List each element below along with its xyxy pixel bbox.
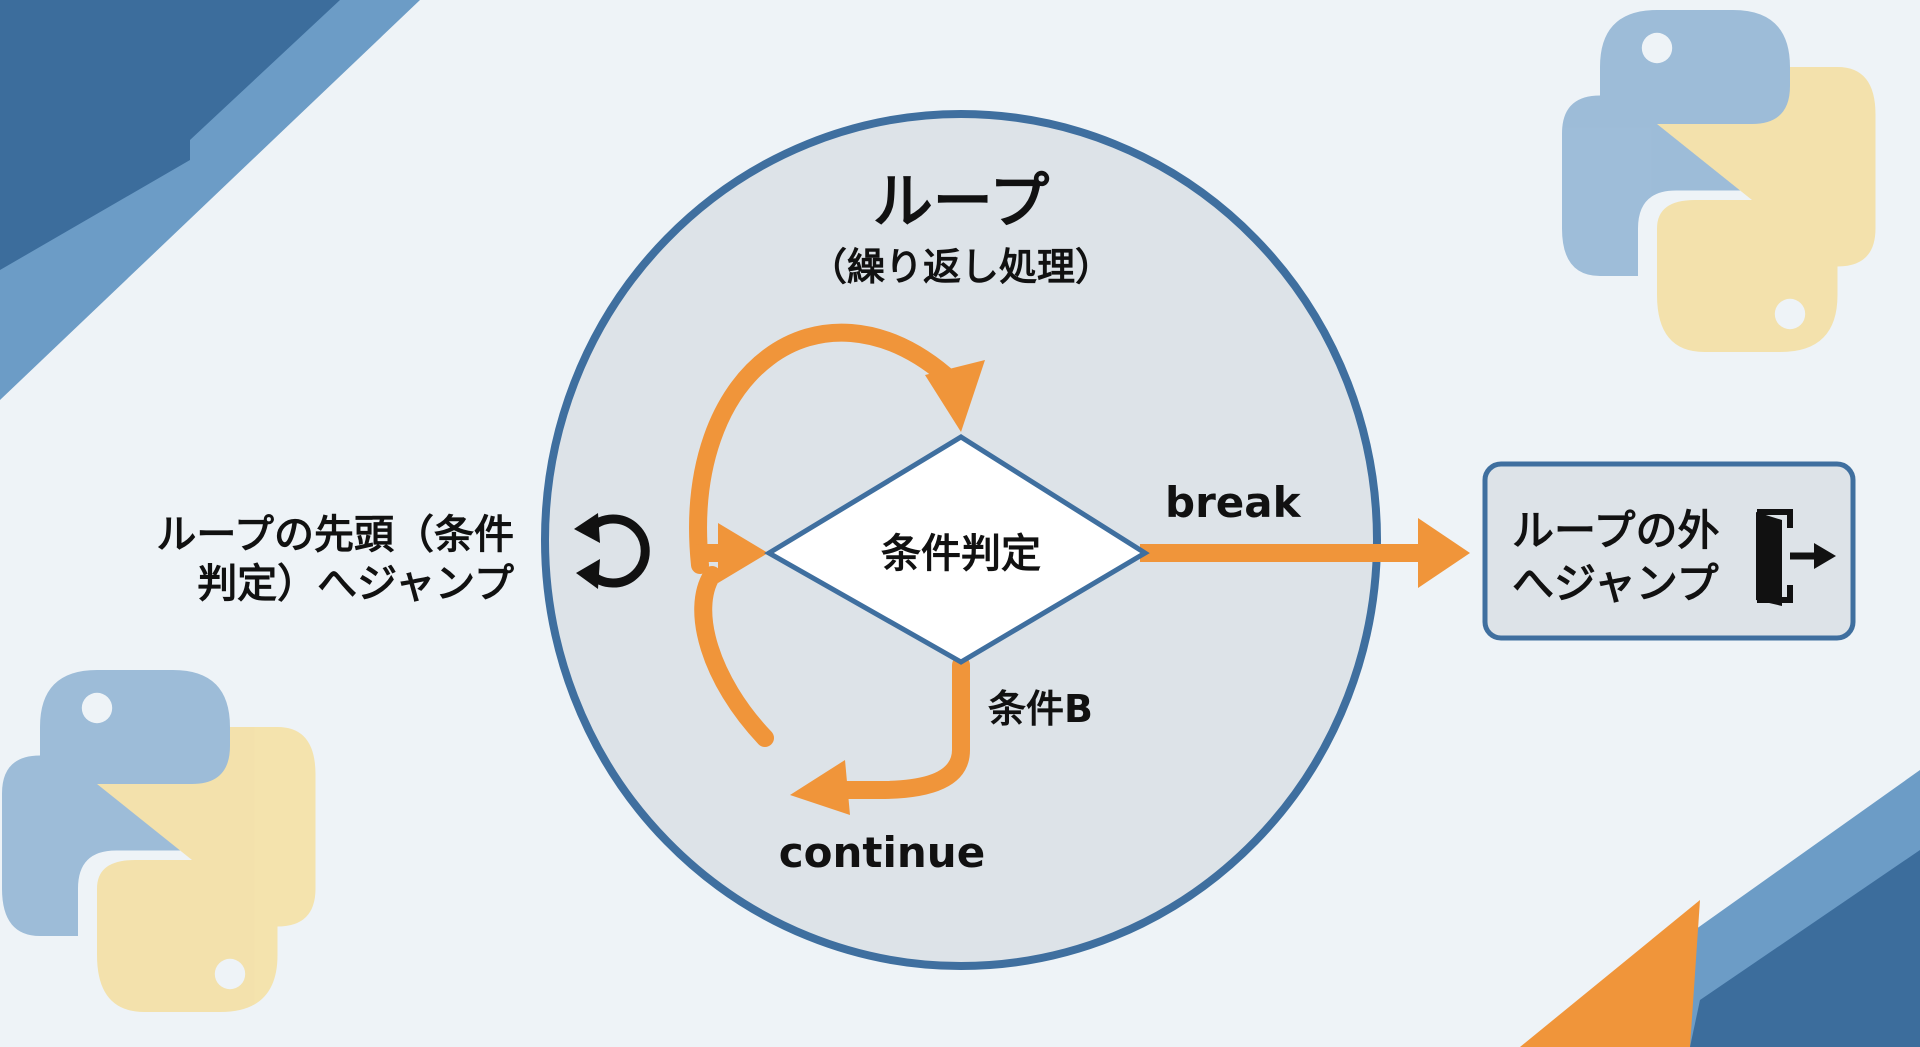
arrowhead-into-diamond — [718, 523, 768, 583]
arrowhead-top — [925, 360, 985, 432]
break-label: break — [1165, 478, 1302, 527]
left-note-line1: ループの先頭（条件 — [156, 512, 514, 558]
condition-label: 条件判定 — [881, 531, 1041, 577]
python-logo-top-right — [1562, 10, 1876, 353]
exit-box-line2: へジャンプ — [1512, 559, 1719, 608]
python-logo-bottom-left — [1, 670, 316, 1012]
exit-box-line1: ループの外 — [1512, 506, 1719, 555]
condition-diamond — [764, 434, 1150, 665]
loop-title: ループ — [873, 167, 1049, 237]
arrowhead-continue — [790, 760, 850, 815]
refresh-icon — [574, 513, 650, 589]
loop-subtitle: （繰り返し処理） — [809, 245, 1113, 289]
break-arrowhead — [1418, 518, 1470, 588]
left-note-line2: 判定）へジャンプ — [197, 561, 514, 607]
condition-b-label: 条件B — [988, 687, 1093, 731]
continue-label: continue — [779, 828, 985, 877]
exit-door-icon — [1756, 509, 1836, 606]
